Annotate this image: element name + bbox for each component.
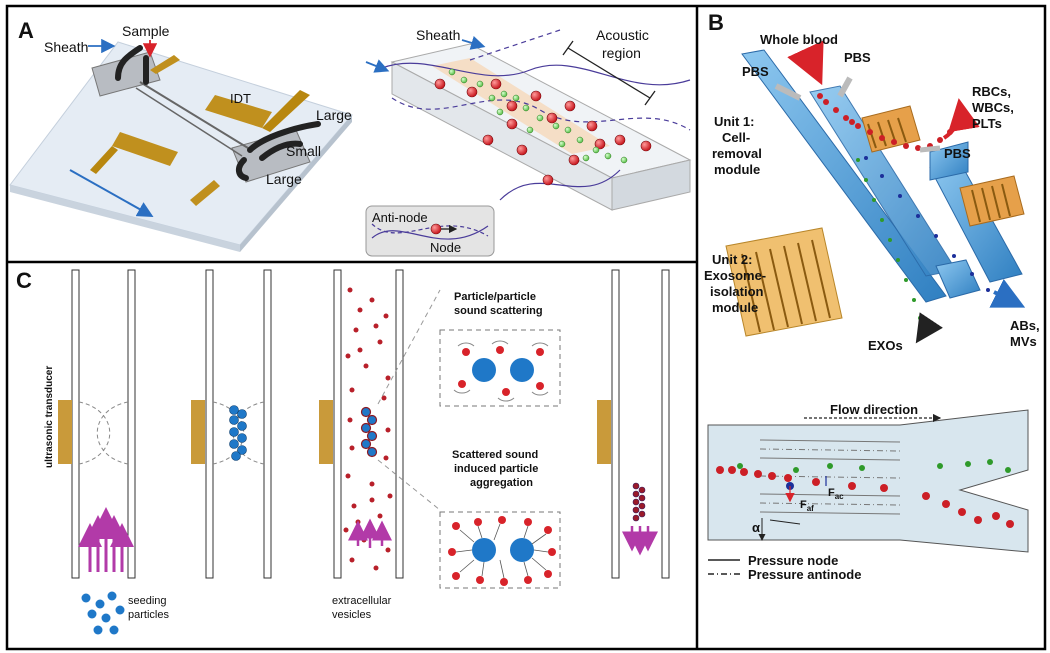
large-outlet-bottom-label: Large bbox=[266, 171, 302, 187]
sample-label-group: Sample bbox=[122, 23, 170, 58]
stage-1-channel bbox=[58, 269, 136, 635]
scattering-label-2: sound scattering bbox=[454, 305, 543, 317]
pbs-right-label: PBS bbox=[844, 50, 871, 65]
acoustic-region-label-1: Acoustic bbox=[596, 27, 649, 43]
flow-arrow-blue bbox=[69, 169, 154, 217]
channel-sheath-label: Sheath bbox=[416, 27, 460, 43]
sheath-label-group: Sheath bbox=[44, 38, 116, 55]
small-outlet-label: Small bbox=[286, 143, 321, 159]
anti-node-label: Anti-node bbox=[372, 210, 428, 225]
pbs-left-label: PBS bbox=[742, 64, 769, 79]
legend-pressure-antinode: Pressure antinode bbox=[748, 567, 861, 582]
removed-cells-label-1: RBCs, bbox=[972, 84, 1011, 99]
flow-direction-label: Flow direction bbox=[830, 402, 918, 417]
abs-label-1: ABs, bbox=[1010, 318, 1040, 333]
unit1-label-4: module bbox=[714, 162, 760, 177]
node-label: Node bbox=[430, 240, 461, 255]
alpha-label: α bbox=[752, 520, 760, 535]
unit2-label-3: isolation bbox=[710, 284, 764, 299]
acoustic-region-label-2: region bbox=[602, 45, 641, 61]
idt-label: IDT bbox=[230, 91, 251, 106]
unit2-label-4: module bbox=[712, 300, 758, 315]
force-af-label: Faf bbox=[800, 499, 814, 513]
ev-label-2: vesicles bbox=[332, 609, 372, 621]
force-ac-label: Fac bbox=[828, 487, 844, 501]
unit1-label-3: removal bbox=[712, 146, 762, 161]
stage-2-channel bbox=[191, 269, 272, 579]
panel-b-letter: B bbox=[708, 10, 724, 35]
stage-3-channel bbox=[319, 269, 441, 579]
panel-a: A Sheath bbox=[9, 18, 692, 257]
panel-a-letter: A bbox=[18, 18, 34, 43]
sample-label: Sample bbox=[122, 23, 170, 39]
chip-illustration bbox=[9, 41, 353, 252]
aggregation-label-1: Scattered sound bbox=[452, 449, 538, 461]
exos-label: EXOs bbox=[868, 338, 903, 353]
node-inset bbox=[365, 205, 495, 257]
unit2-label-2: Exosome- bbox=[704, 268, 766, 283]
whole-blood-label: Whole blood bbox=[760, 32, 838, 47]
separation-device-illustration bbox=[725, 40, 1026, 344]
large-outlet-top-label: Large bbox=[316, 107, 352, 123]
unit1-label-1: Unit 1: bbox=[714, 114, 754, 129]
panel-c: C ultrasonic transducer seeding particle… bbox=[16, 268, 670, 635]
abs-label-2: MVs bbox=[1010, 334, 1037, 349]
seeding-label-1: seeding bbox=[128, 595, 167, 607]
sheath-label: Sheath bbox=[44, 39, 88, 55]
unit2-label-1: Unit 2: bbox=[712, 252, 752, 267]
aggregation-label-3: aggregation bbox=[470, 477, 533, 489]
acoustic-channel-illustration bbox=[365, 29, 692, 211]
unit1-label-2: Cell- bbox=[722, 130, 750, 145]
aggregation-inset bbox=[439, 511, 561, 589]
figure-frame bbox=[5, 4, 1047, 651]
transducer-label: ultrasonic transducer bbox=[44, 366, 55, 468]
aggregation-label-2: induced particle bbox=[454, 463, 538, 475]
scattering-label-1: Particle/particle bbox=[454, 291, 536, 303]
pbs-lower-label: PBS bbox=[944, 146, 971, 161]
ev-label-1: extracellular bbox=[332, 595, 392, 607]
stage-4-channel bbox=[597, 269, 670, 579]
removed-cells-label-2: WBCs, bbox=[972, 100, 1014, 115]
legend-pressure-node: Pressure node bbox=[748, 553, 838, 568]
scattering-inset bbox=[439, 329, 561, 407]
panel-c-letter: C bbox=[16, 268, 32, 293]
seeding-label-2: particles bbox=[128, 609, 169, 621]
removed-cells-label-3: PLTs bbox=[972, 116, 1002, 131]
panel-b: B bbox=[704, 10, 1040, 582]
flow-schematic bbox=[707, 409, 1029, 575]
